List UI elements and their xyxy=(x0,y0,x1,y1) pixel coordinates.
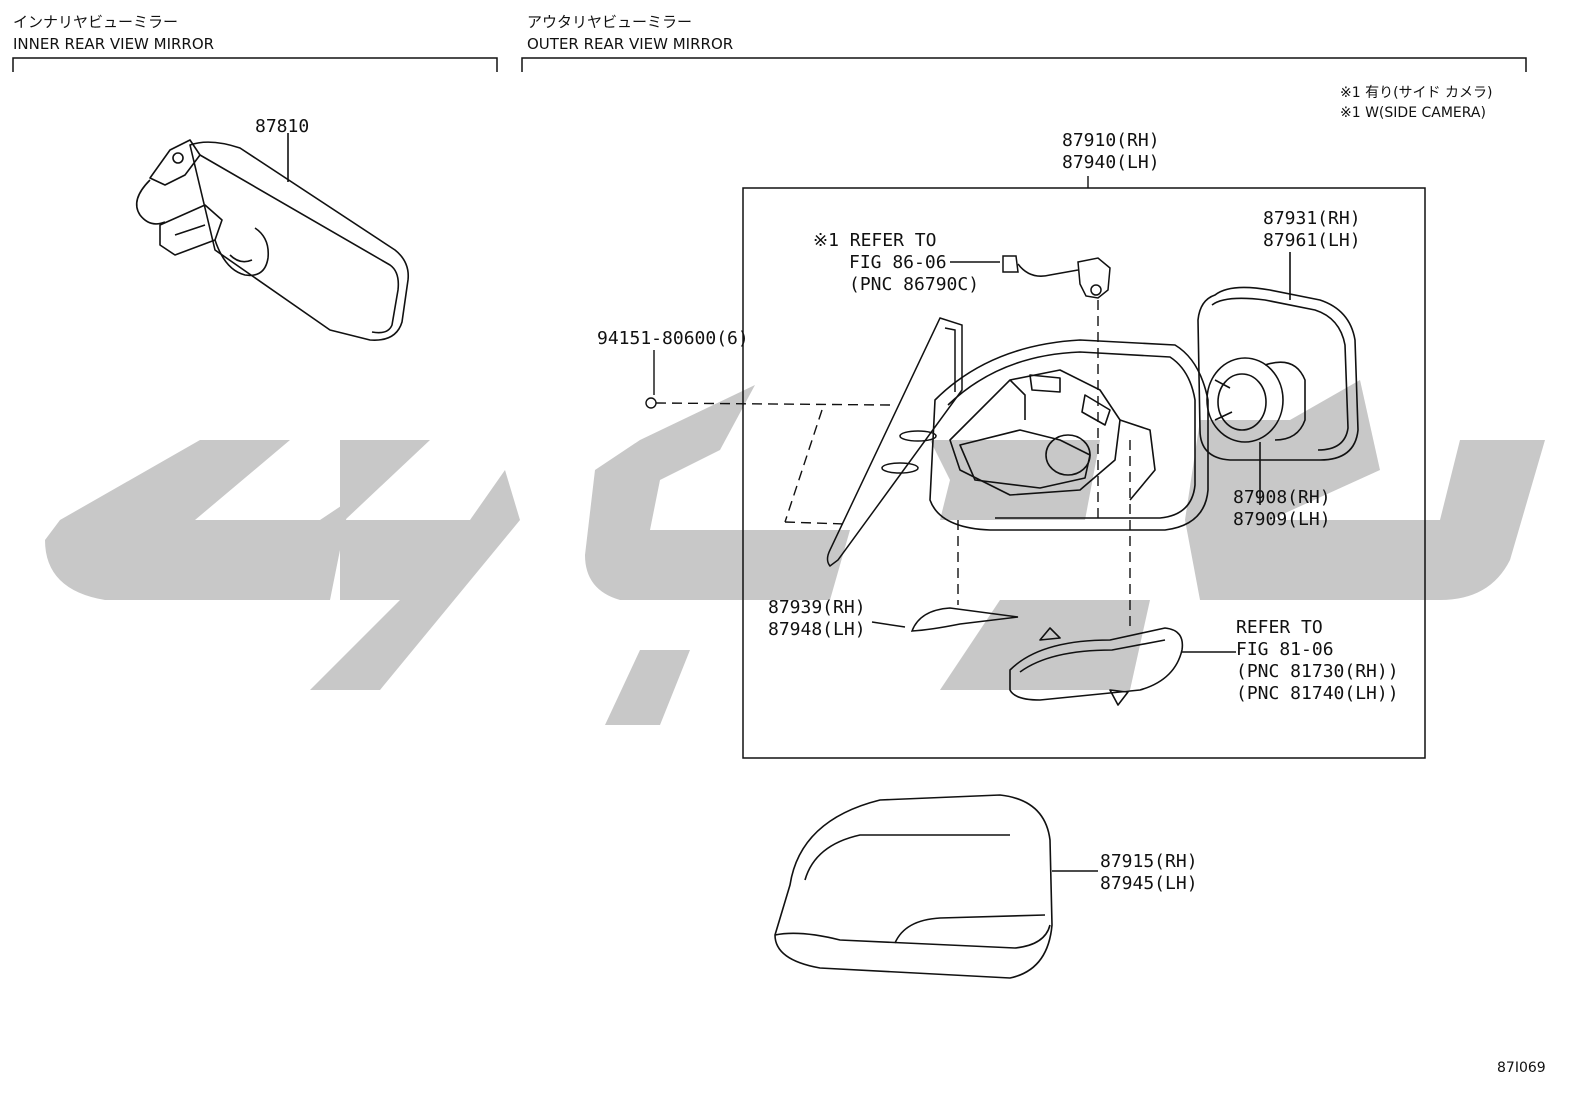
reference-line-1: ※1 REFER TO xyxy=(813,230,937,251)
reference-line-3: (PNC 86790C) xyxy=(849,274,980,295)
lamp-reference-label[interactable]: REFER TO FIG 81-06 (PNC 81730(RH)) (PNC … xyxy=(1236,617,1399,705)
part-number-rh: 87910(RH) xyxy=(1062,130,1160,151)
part-87931-label[interactable]: 87931(RH) 87961(LH) xyxy=(1263,208,1361,252)
part-number-rh: 87915(RH) xyxy=(1100,851,1198,872)
turn-lamp-drawing xyxy=(1009,627,1236,706)
part-number-rh: 87931(RH) xyxy=(1263,208,1361,229)
reference-line-3: (PNC 81730(RH)) xyxy=(1236,661,1399,682)
section-brackets xyxy=(12,57,1527,72)
part-number: 87810 xyxy=(255,116,310,137)
outer-cover-drawing xyxy=(774,794,1098,979)
part-number: 94151-80600(6) xyxy=(597,328,749,349)
mirror-motor-drawing xyxy=(1206,357,1306,505)
part-87915-label[interactable]: 87915(RH) 87945(LH) xyxy=(1100,851,1198,895)
inner-mirror-drawing xyxy=(135,133,410,341)
camera-reference-label[interactable]: ※1 REFER TO FIG 86-06 (PNC 86790C) xyxy=(813,230,979,296)
part-number-lh: 87948(LH) xyxy=(768,619,866,640)
part-number-lh: 87945(LH) xyxy=(1100,873,1198,894)
part-87939-label[interactable]: 87939(RH) 87948(LH) xyxy=(768,597,866,641)
fastener-drawing xyxy=(645,350,657,409)
outer-mirror-title-jp: アウタリヤビューミラー xyxy=(527,13,693,31)
dashed-assembly-lines xyxy=(655,300,1131,628)
side-camera-note: ※1 有り(サイド カメラ) ※1 W(SIDE CAMERA) xyxy=(1340,83,1492,123)
part-87910-label[interactable]: 87910(RH) 87940(LH) xyxy=(1062,130,1160,174)
inner-mirror-title-en: INNER REAR VIEW MIRROR xyxy=(13,35,215,53)
watermark-logo xyxy=(45,380,1545,725)
reference-line-2: FIG 81-06 xyxy=(1236,639,1334,660)
part-87908-label[interactable]: 87908(RH) 87909(LH) xyxy=(1233,487,1331,531)
side-camera-drawing xyxy=(950,255,1111,299)
part-number-lh: 87909(LH) xyxy=(1233,509,1331,530)
part-number-lh: 87961(LH) xyxy=(1263,230,1361,251)
base-gasket-drawing xyxy=(826,317,963,568)
side-camera-note-jp: ※1 有り(サイド カメラ) xyxy=(1340,85,1493,101)
inner-mirror-title-jp: インナリヤビューミラー xyxy=(13,13,179,31)
mirror-glass-drawing xyxy=(1197,252,1359,461)
part-number-rh: 87939(RH) xyxy=(768,597,866,618)
side-camera-note-en: ※1 W(SIDE CAMERA) xyxy=(1340,105,1486,121)
part-87810-label[interactable]: 87810 xyxy=(255,116,309,138)
part-94151-label[interactable]: 94151-80600(6) xyxy=(597,328,749,350)
mirror-housing-drawing xyxy=(929,339,1209,531)
figure-id: 87I069 xyxy=(1497,1060,1546,1076)
outer-mirror-title-en: OUTER REAR VIEW MIRROR xyxy=(527,35,734,53)
assembly-frame xyxy=(742,187,1426,759)
reference-line-1: REFER TO xyxy=(1236,617,1323,638)
part-number-rh: 87908(RH) xyxy=(1233,487,1331,508)
reference-line-2: FIG 86-06 xyxy=(849,252,947,273)
small-cover-drawing xyxy=(871,607,1019,632)
part-number-lh: 87940(LH) xyxy=(1062,152,1160,173)
reference-line-4: (PNC 81740(LH)) xyxy=(1236,683,1399,704)
